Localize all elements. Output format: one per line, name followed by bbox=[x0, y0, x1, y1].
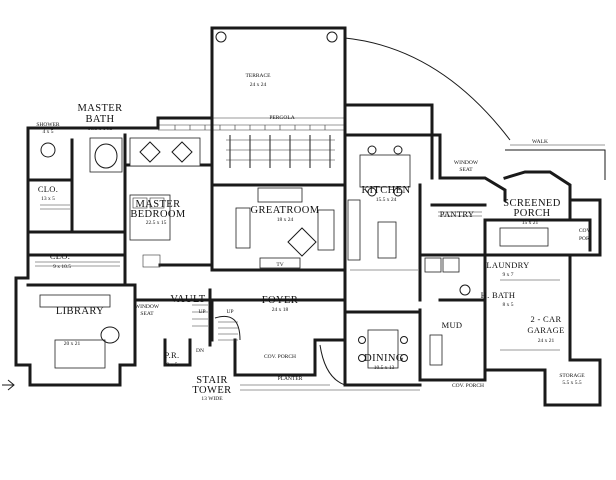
cov-por-1-label-1: COV. bbox=[579, 228, 592, 234]
dining-label: DINING bbox=[364, 353, 404, 364]
garage-label-1: 2 - CAR bbox=[531, 314, 562, 324]
terrace-size: 24 x 24 bbox=[250, 82, 267, 88]
master-bath-label-2: BATH bbox=[85, 114, 114, 125]
garage-label-2: GARAGE bbox=[527, 325, 564, 335]
window-seat-2-label-2: SEAT bbox=[140, 311, 154, 317]
stair-up-1-label: UP bbox=[198, 309, 205, 315]
walk-label: WALK bbox=[532, 139, 548, 145]
kitchen-label: KITCHEN bbox=[362, 185, 411, 196]
pergola bbox=[158, 124, 345, 168]
window-seat-1-label-2: SEAT bbox=[459, 167, 473, 173]
greatroom-size: 18 x 24 bbox=[277, 217, 294, 223]
laundry-label: LAUNDRY bbox=[486, 260, 529, 270]
library-label: LIBRARY bbox=[56, 306, 104, 317]
dining-size: 10.5 x 13 bbox=[374, 365, 395, 371]
h-bath-label: H. BATH bbox=[481, 290, 516, 300]
pergola-label: PERGOLA bbox=[269, 115, 294, 121]
pantry-label: PANTRY bbox=[440, 209, 475, 219]
cov-por-1-label-2: POR. bbox=[579, 236, 592, 242]
shower-size: 4 x 5 bbox=[43, 129, 54, 135]
master-bedroom-label-2: BEDROOM bbox=[130, 209, 186, 220]
window-seat-1-label-1: WINDOW bbox=[454, 160, 479, 166]
vault-label: VAULT bbox=[170, 294, 205, 305]
storage-size: 5.5 x 5.5 bbox=[562, 380, 582, 386]
stair-tower-label-2: TOWER bbox=[192, 385, 231, 396]
stair-tower-size: 13 WIDE bbox=[201, 396, 223, 402]
terrace-label: TERRACE bbox=[245, 73, 271, 79]
exterior-walls bbox=[14, 60, 602, 407]
laundry-size: 9 x 7 bbox=[503, 272, 514, 278]
pr-size: 9 x 5 bbox=[167, 362, 178, 368]
walk bbox=[505, 144, 606, 180]
master-bedroom-label-1: MASTER bbox=[136, 199, 181, 210]
master-bath-label-1: MASTER bbox=[78, 103, 123, 114]
closet-1-size: 13 x 5 bbox=[41, 196, 55, 202]
library-size: 20 x 21 bbox=[64, 341, 81, 347]
cov-porch-side-label: COV. PORCH bbox=[452, 383, 484, 389]
closet-1-label: CLO. bbox=[38, 184, 58, 194]
master-bath-size: 10.5 x 14.5 bbox=[88, 126, 113, 132]
stair-up-2-label: UP bbox=[226, 309, 233, 315]
closet-2-label: CLO. bbox=[50, 251, 70, 261]
cov-porch-front-label: COV. PORCH bbox=[264, 354, 296, 360]
fixtures bbox=[2, 137, 560, 391]
kitchen-size: 15.5 x 24 bbox=[376, 197, 397, 203]
greatroom-label: GREATROOM bbox=[251, 205, 320, 216]
tv-label: TV bbox=[276, 262, 283, 268]
terrace-area bbox=[210, 26, 511, 141]
screened-porch-size: 15 x 21 bbox=[522, 220, 539, 226]
room-labels: TERRACE 24 x 24 PERGOLA WALK SHOWER 4 x … bbox=[36, 73, 591, 402]
screened-porch-label-2: PORCH bbox=[513, 208, 550, 219]
master-bedroom-size: 22.5 x 15 bbox=[146, 220, 167, 226]
shower-label: SHOWER bbox=[36, 122, 60, 128]
garage-size: 24 x 21 bbox=[538, 338, 555, 344]
foyer-size: 24 x 18 bbox=[272, 307, 289, 313]
storage-label: STORAGE bbox=[559, 373, 585, 379]
foyer-label: FOYER bbox=[262, 295, 298, 306]
planter-label: PLANTER bbox=[278, 376, 303, 382]
stair-tower-label-1: STAIR bbox=[196, 375, 228, 386]
closet-2-size: 9 x 10.5 bbox=[53, 264, 71, 270]
pr-label: P.R. bbox=[165, 350, 180, 360]
window-seat-2-label-1: WINDOW bbox=[135, 304, 160, 310]
screened-porch-label-1: SCREENED bbox=[503, 198, 560, 209]
h-bath-size: 8 x 5 bbox=[503, 302, 514, 308]
stair-dn-label: DN bbox=[196, 348, 204, 354]
interior-walls bbox=[26, 133, 487, 347]
mud-label: MUD bbox=[442, 320, 463, 330]
